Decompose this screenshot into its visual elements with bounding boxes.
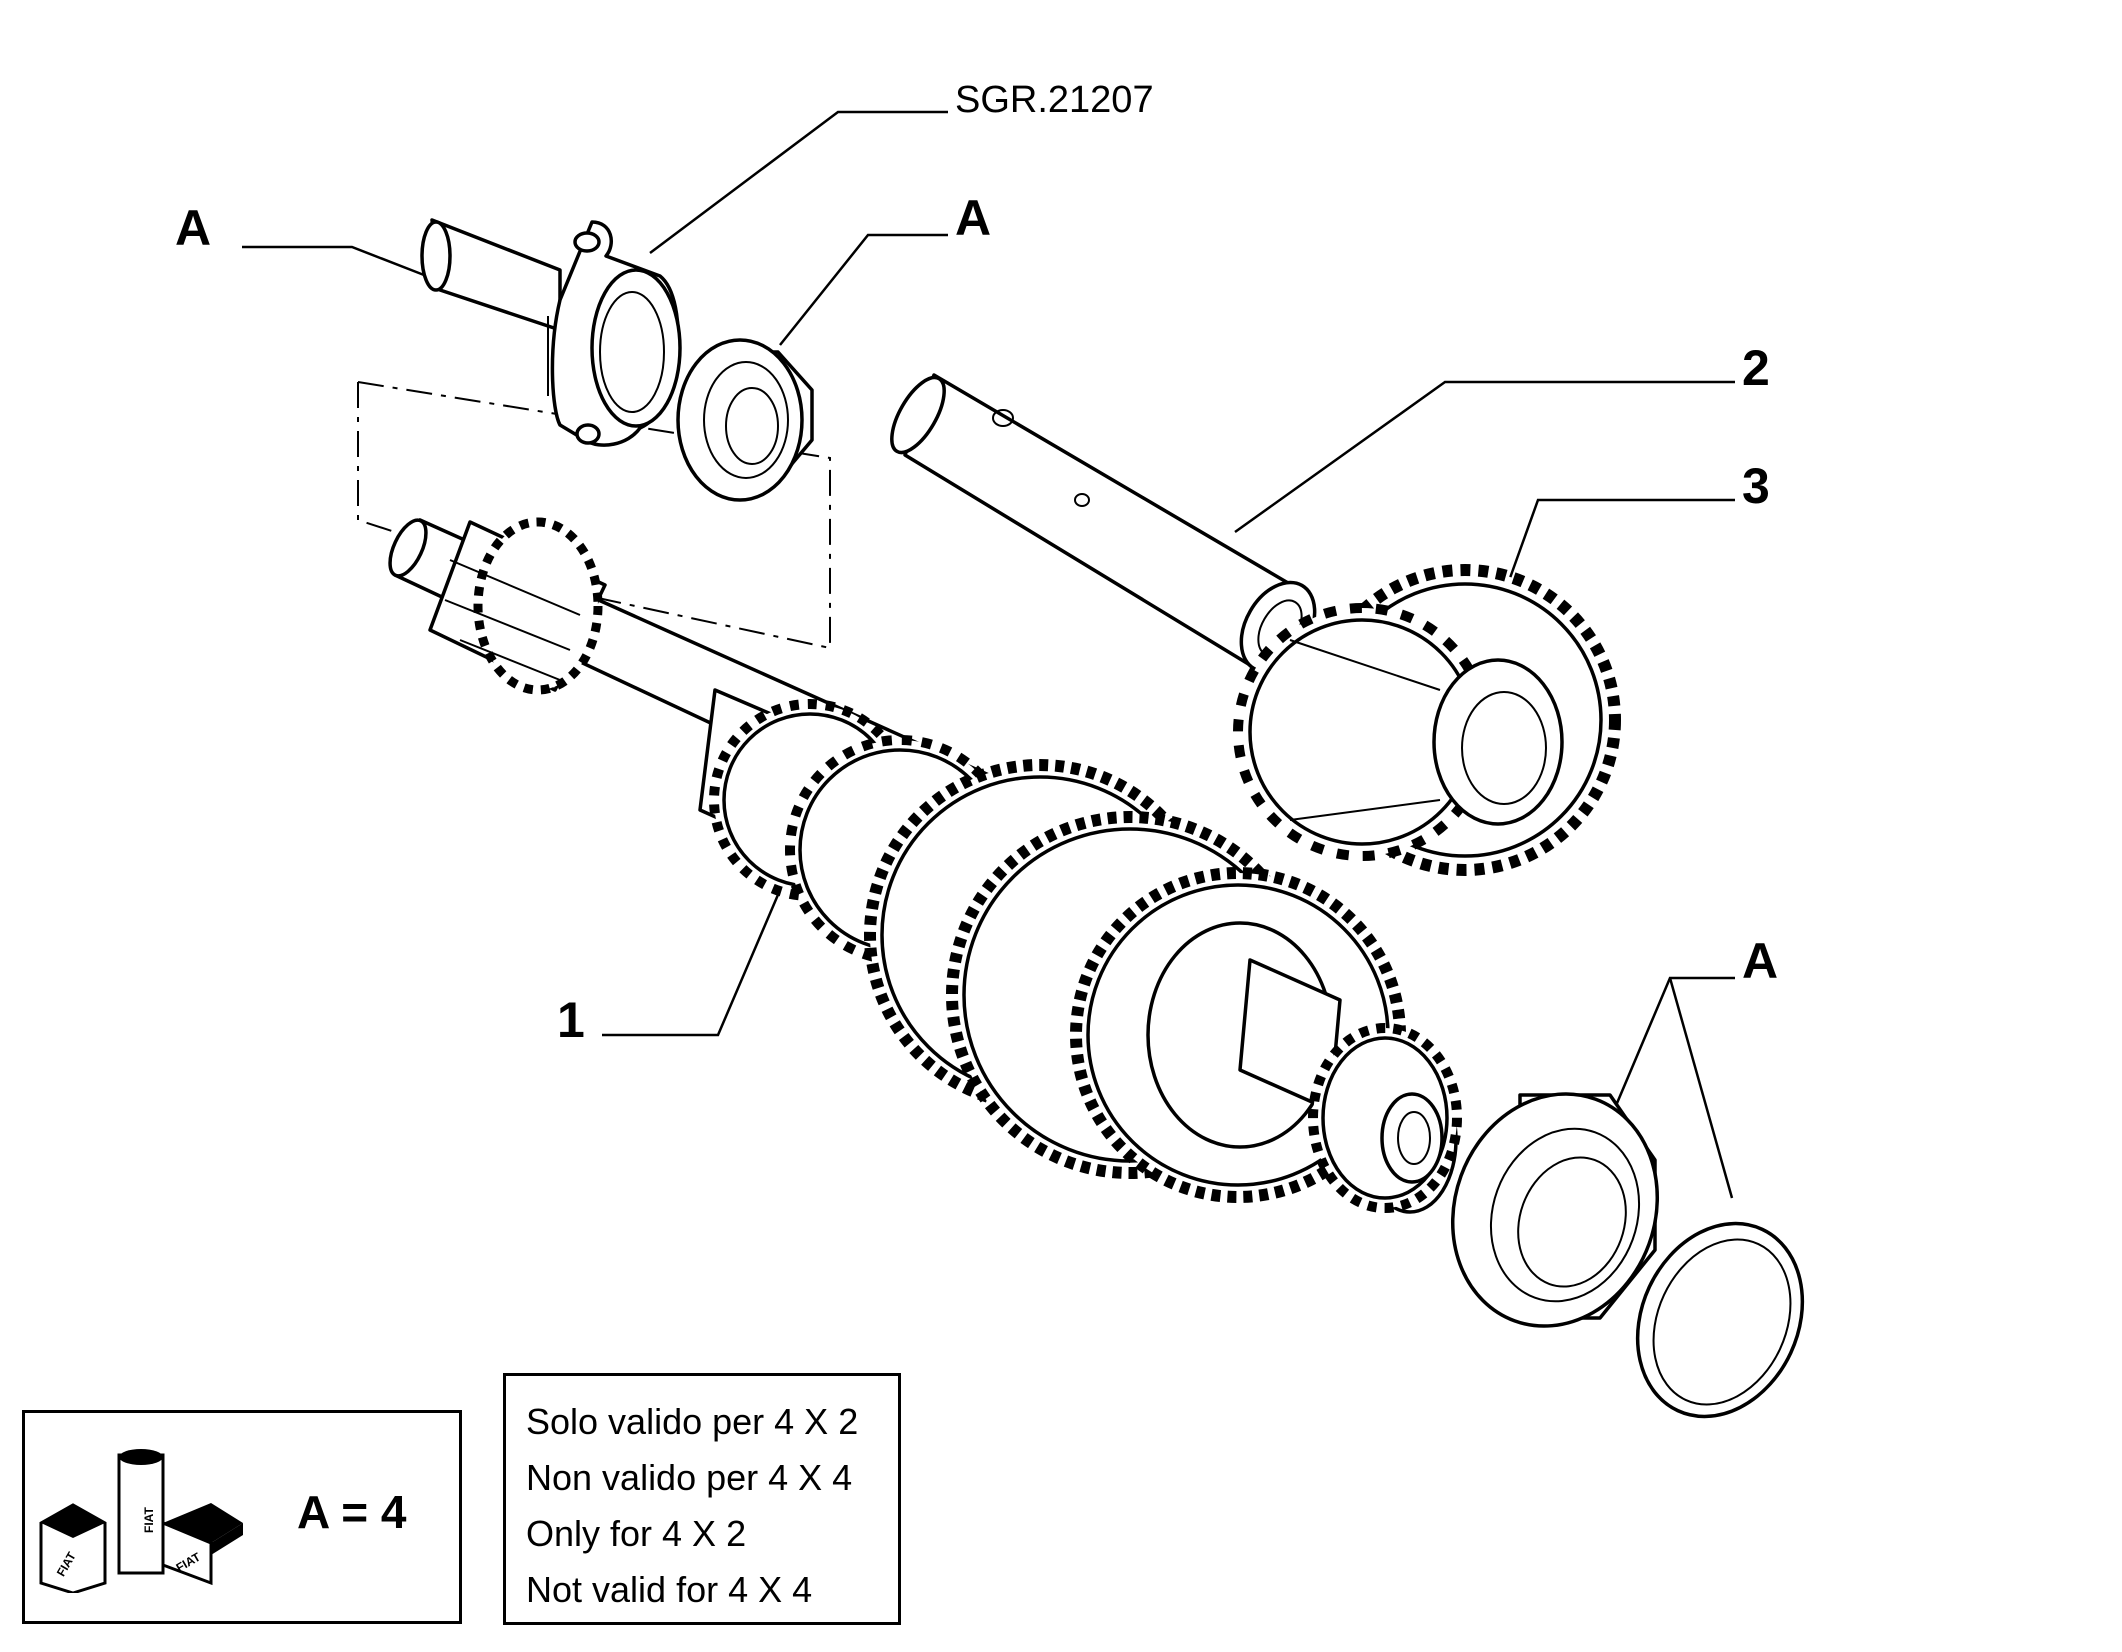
note-line-1: Solo valido per 4 X 2 — [526, 1401, 859, 1442]
callout-a-left: A — [175, 200, 211, 256]
tube-shaft-2 — [890, 373, 1317, 674]
callout-a-right: A — [1742, 933, 1778, 989]
bearing-housing — [420, 218, 682, 447]
gear-cluster — [709, 699, 1462, 1213]
leader-lines — [242, 110, 1735, 1199]
callout-a-top: A — [955, 190, 991, 246]
note-line-3: Only for 4 X 2 — [526, 1513, 747, 1554]
callout-2: 2 — [1742, 340, 1770, 396]
note-line-2: Non valido per 4 X 4 — [526, 1457, 853, 1498]
seal-ring — [1635, 1221, 1805, 1419]
kit-quantity-formula: A = 4 — [297, 1486, 407, 1538]
validity-note-box: Solo valido per 4 X 2 Non valido per 4 X… — [503, 1373, 901, 1625]
kit-box-icon: FIAT FIAT FIAT — [39, 1449, 243, 1593]
gear-3 — [1233, 564, 1621, 876]
kit-brand-label-2: FIAT — [142, 1507, 156, 1533]
large-bearing — [1450, 1092, 1660, 1328]
kit-quantity-legend: FIAT FIAT FIAT A = 4 — [22, 1410, 462, 1624]
small-bearing — [676, 338, 814, 502]
part-ref-code: SGR.21207 — [955, 79, 1154, 121]
callout-1: 1 — [557, 992, 585, 1048]
note-line-4: Not valid for 4 X 4 — [526, 1569, 813, 1610]
callout-3: 3 — [1742, 458, 1770, 514]
